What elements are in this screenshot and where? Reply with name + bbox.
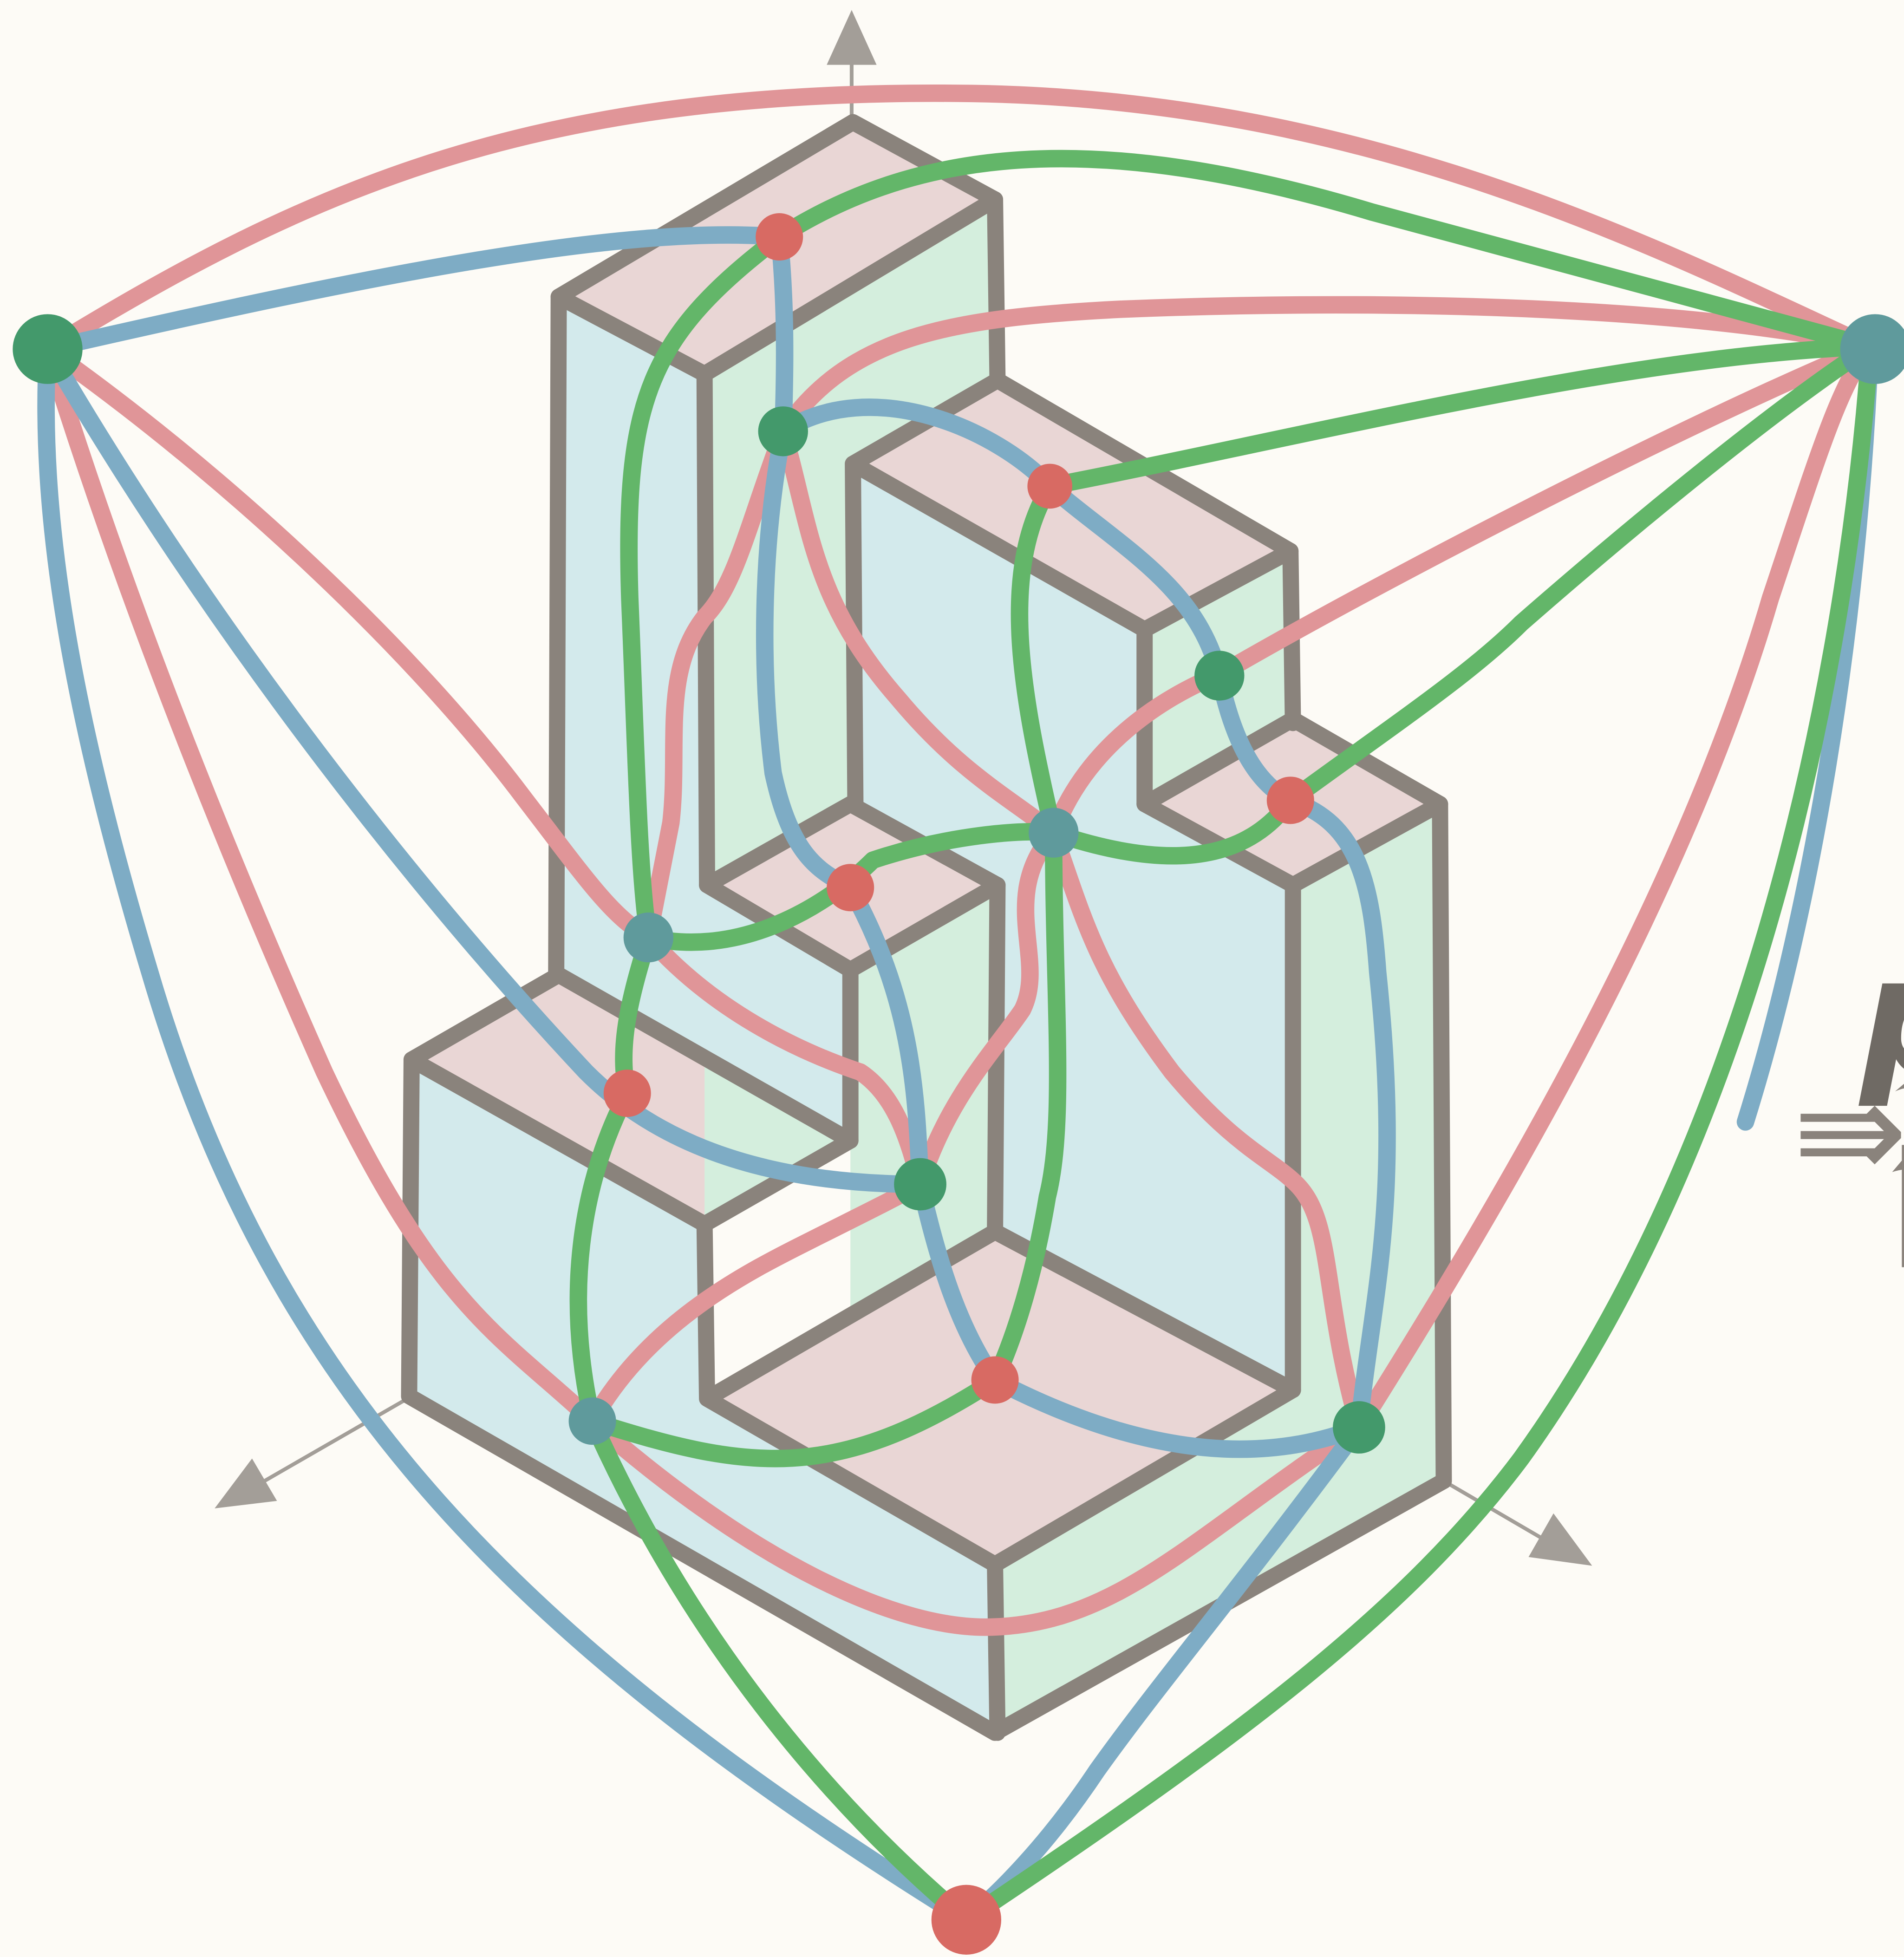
node-green — [758, 406, 808, 456]
node-red-bottom — [932, 1885, 1001, 1955]
node-red — [1027, 464, 1072, 509]
node-teal — [624, 913, 673, 962]
node-red — [972, 1357, 1019, 1404]
node-red — [756, 213, 803, 261]
node-green — [1194, 651, 1244, 700]
node-green — [894, 1158, 946, 1211]
node-teal — [1029, 808, 1078, 857]
node-red — [1267, 776, 1314, 824]
edge-blue — [779, 237, 784, 431]
node-red — [827, 864, 874, 911]
node-red — [604, 1070, 651, 1117]
node-teal — [569, 1397, 616, 1445]
node-green-left — [13, 314, 82, 384]
node-green — [1333, 1401, 1385, 1454]
glyph-bracket: [ — [1890, 1122, 1904, 1282]
